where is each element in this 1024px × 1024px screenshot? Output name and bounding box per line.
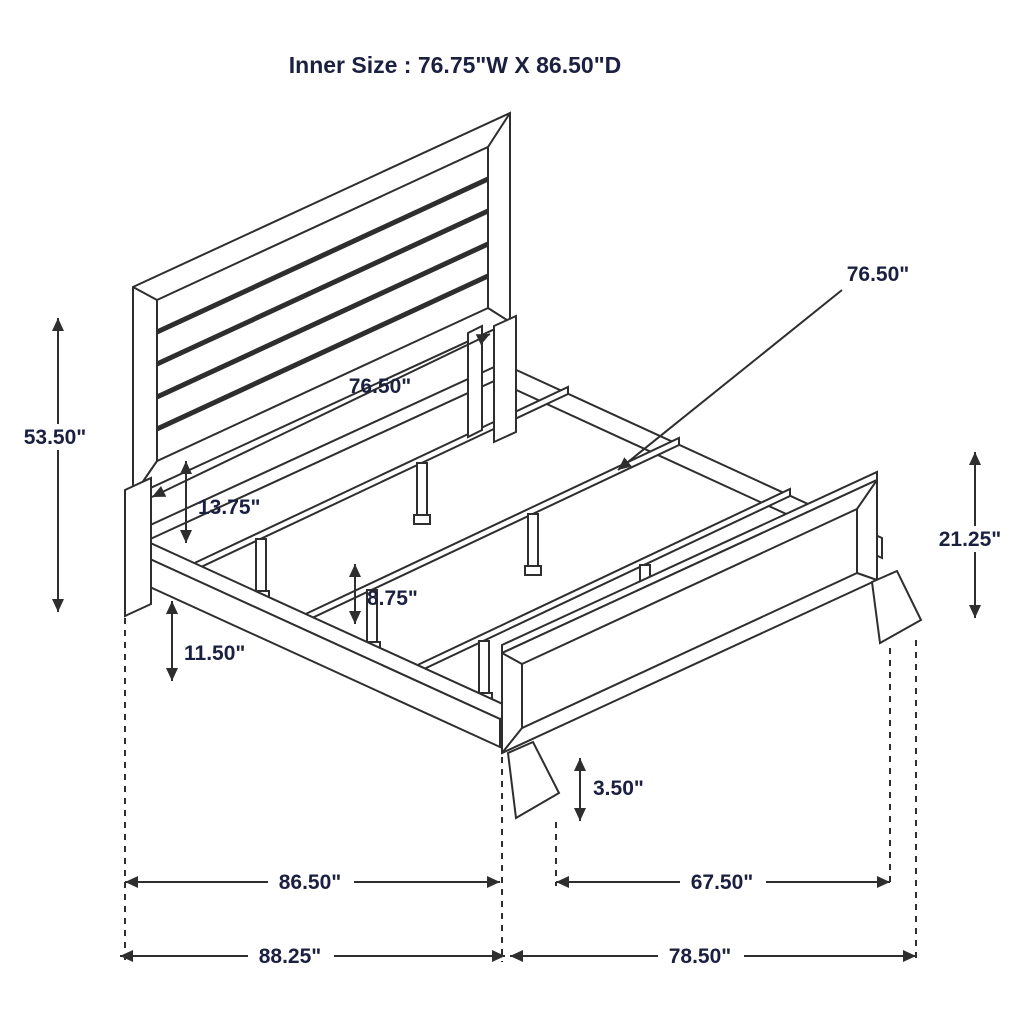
footboard bbox=[501, 470, 923, 820]
dim-inner-width-callout: 76.50" bbox=[617, 263, 910, 471]
dim-label-headboard-clearance: 13.75" bbox=[198, 496, 261, 519]
extension-lines bbox=[124, 618, 917, 962]
diagram-title: Inner Size : 76.75"W X 86.50"D bbox=[289, 52, 621, 78]
dim-label-inner-width-callout: 76.50" bbox=[847, 263, 910, 286]
dim-inner-width-diagonal: 76.50" bbox=[151, 333, 491, 498]
headboard-left-leg bbox=[124, 476, 152, 618]
headboard-slat-gap bbox=[155, 176, 490, 335]
dim-slat-support-height: 8.75" bbox=[349, 564, 418, 624]
slat-leg bbox=[527, 513, 539, 567]
headboard bbox=[132, 111, 511, 498]
dim-label-footboard-clearance: 3.50" bbox=[593, 777, 644, 800]
footboard-front-leg bbox=[506, 740, 561, 820]
dim-footboard-clearance: 3.50" bbox=[574, 758, 644, 821]
slat-leg bbox=[255, 538, 267, 592]
slat-foot bbox=[413, 514, 431, 525]
bed-frame-drawing bbox=[124, 111, 923, 820]
dim-headboard-clearance: 13.75" bbox=[180, 461, 261, 543]
dim-label-footboard-span: 67.50" bbox=[691, 871, 754, 894]
dim-footboard-span: 67.50" bbox=[556, 869, 890, 895]
dim-label-slat-support-height: 8.75" bbox=[367, 587, 418, 610]
dim-overall-width: 88.25" bbox=[120, 943, 505, 969]
dim-label-overall-length: 78.50" bbox=[669, 945, 732, 968]
dim-overall-length: 78.50" bbox=[510, 943, 916, 969]
headboard-outer bbox=[132, 111, 511, 498]
dim-label-rail-floor-height: 11.50" bbox=[184, 642, 245, 665]
slat-leg bbox=[416, 462, 428, 516]
slat-foot bbox=[524, 565, 542, 576]
callout-leader-line bbox=[617, 289, 843, 471]
headboard-right-leg bbox=[493, 314, 517, 444]
dim-frame-width: 86.50" bbox=[125, 869, 500, 895]
dim-label-overall-width: 88.25" bbox=[259, 945, 322, 968]
slat-leg bbox=[478, 640, 490, 694]
dim-footboard-height: 21.25" bbox=[929, 452, 1013, 618]
dim-headboard-height: 53.50" bbox=[15, 318, 97, 612]
dim-label-footboard-height: 21.25" bbox=[939, 528, 1002, 551]
dim-label-frame-width: 86.50" bbox=[279, 871, 342, 894]
footboard-back-leg bbox=[870, 569, 923, 645]
dim-rail-floor-height: 11.50" bbox=[166, 601, 245, 681]
dim-label-inner-width: 76.50" bbox=[349, 375, 412, 398]
dim-label-headboard-height: 53.50" bbox=[24, 426, 87, 449]
